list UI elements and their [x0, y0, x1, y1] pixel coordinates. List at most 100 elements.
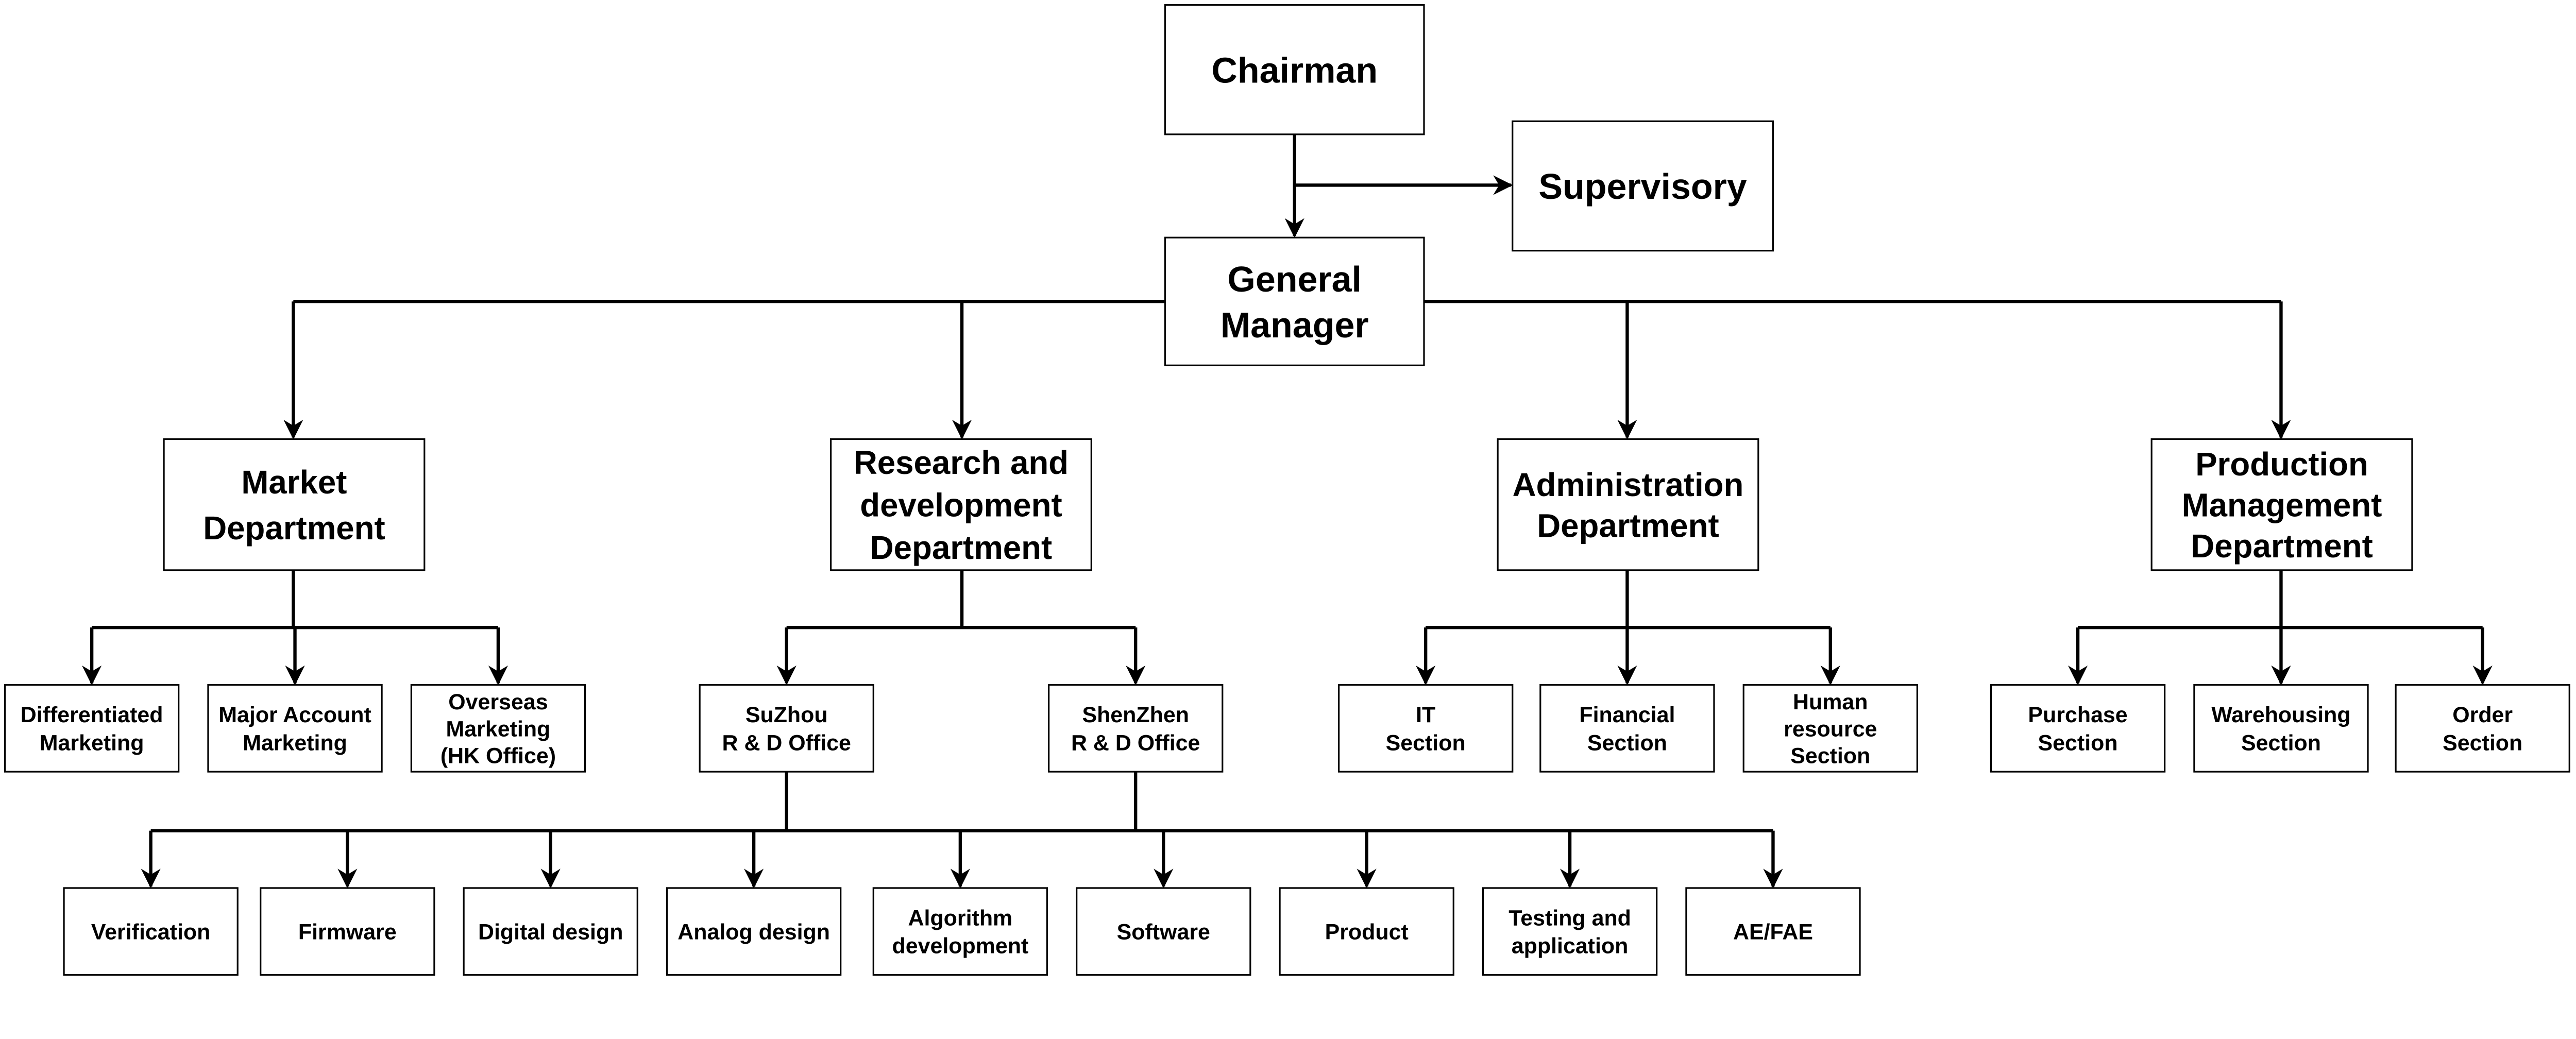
node-label: Section	[1386, 730, 1466, 755]
node-supervisory: Supervisory	[1512, 120, 1774, 252]
node-label: Firmware	[298, 920, 397, 945]
node-label: Manager	[1221, 305, 1369, 345]
nodes: ChairmanSupervisoryGeneralManagerMarketD…	[4, 4, 2570, 976]
node-box	[63, 887, 239, 976]
node-label: resource	[1784, 717, 1877, 741]
node-analog-design: Analog design	[666, 887, 842, 976]
node-product: Product	[1279, 887, 1454, 976]
node-label: Digital design	[478, 920, 623, 945]
node-label: AE/FAE	[1733, 920, 1813, 945]
node-box	[1076, 887, 1251, 976]
node-label: application	[1512, 934, 1629, 959]
node-label: Analog design	[677, 920, 830, 945]
node-shenzhen-office: ShenZhen R & D Office	[1048, 684, 1224, 773]
node-label: Algorithm	[908, 906, 1013, 931]
node-label: Purchase	[2028, 703, 2127, 727]
node-suzhou-office: SuZhou R & D Office	[699, 684, 874, 773]
node-label: ShenZhen	[1082, 703, 1189, 727]
node-label: Major Account	[218, 703, 371, 727]
node-label: Section	[2038, 730, 2118, 755]
node-label: Software	[1117, 920, 1210, 945]
node-label: Order	[2452, 703, 2513, 727]
node-label: Marketing	[243, 730, 347, 755]
node-box	[1497, 438, 1759, 571]
node-label: Human	[1793, 690, 1868, 714]
node-label: Department	[2191, 528, 2372, 565]
node-label: Section	[2241, 730, 2321, 755]
node-label: Department	[203, 510, 385, 547]
node-label: Verification	[91, 920, 210, 945]
node-label: R & D Office	[1071, 730, 1200, 755]
node-label: Department	[1537, 507, 1719, 544]
node-box	[1164, 236, 1425, 366]
node-label: Chairman	[1211, 50, 1378, 90]
node-algorithm-development: Algorithm development	[872, 887, 1048, 976]
node-box	[1512, 120, 1774, 252]
node-testing-application: Testing and application	[1482, 887, 1658, 976]
node-verification: Verification	[63, 887, 239, 976]
node-label: Marketing	[40, 730, 144, 755]
node-software: Software	[1076, 887, 1251, 976]
node-it-section: IT Section	[1338, 684, 1514, 773]
node-digital-design: Digital design	[463, 887, 638, 976]
node-box	[2150, 438, 2413, 571]
node-label: development	[860, 487, 1062, 524]
node-box	[1048, 684, 1224, 773]
node-label: Testing and	[1509, 906, 1631, 931]
node-label: development	[892, 934, 1028, 959]
node-box	[1338, 684, 1514, 773]
node-label: Differentiated	[21, 703, 163, 727]
node-label: Section	[1790, 744, 1870, 769]
node-box	[1742, 684, 1918, 773]
node-label: General	[1227, 259, 1362, 299]
node-label: R & D Office	[722, 730, 851, 755]
node-label: Market	[241, 464, 347, 501]
connectors	[82, 134, 2493, 889]
node-box	[1539, 684, 1715, 773]
node-label: Overseas	[448, 690, 548, 714]
node-label: Section	[1587, 730, 1667, 755]
node-chairman: Chairman	[1164, 4, 1425, 135]
node-box	[1279, 887, 1454, 976]
node-label: (HK Office)	[440, 744, 556, 769]
node-box	[1685, 887, 1861, 976]
node-box	[1164, 4, 1425, 135]
node-label: Department	[870, 530, 1052, 566]
node-label: Production	[2195, 446, 2368, 483]
node-label: SuZhou	[745, 703, 828, 727]
node-box	[463, 887, 638, 976]
node-box	[830, 438, 1092, 571]
node-box	[872, 887, 1048, 976]
node-label: Financial	[1579, 703, 1675, 727]
node-box	[2395, 684, 2570, 773]
node-box	[1482, 887, 1658, 976]
node-label: Administration	[1513, 467, 1744, 503]
node-box	[260, 887, 435, 976]
node-box	[207, 684, 383, 773]
node-label: IT	[1416, 703, 1435, 727]
node-label: Section	[2443, 730, 2522, 755]
node-label: Marketing	[446, 717, 551, 741]
node-box	[1990, 684, 2166, 773]
node-box	[2193, 684, 2369, 773]
node-firmware: Firmware	[260, 887, 435, 976]
node-box	[163, 438, 426, 571]
node-ae-fae: AE/FAE	[1685, 887, 1861, 976]
node-label: Supervisory	[1538, 166, 1747, 207]
node-label: Warehousing	[2211, 703, 2350, 727]
node-box	[410, 684, 586, 773]
node-box	[699, 684, 874, 773]
node-label: Management	[2182, 487, 2382, 524]
node-label: Product	[1325, 920, 1409, 945]
